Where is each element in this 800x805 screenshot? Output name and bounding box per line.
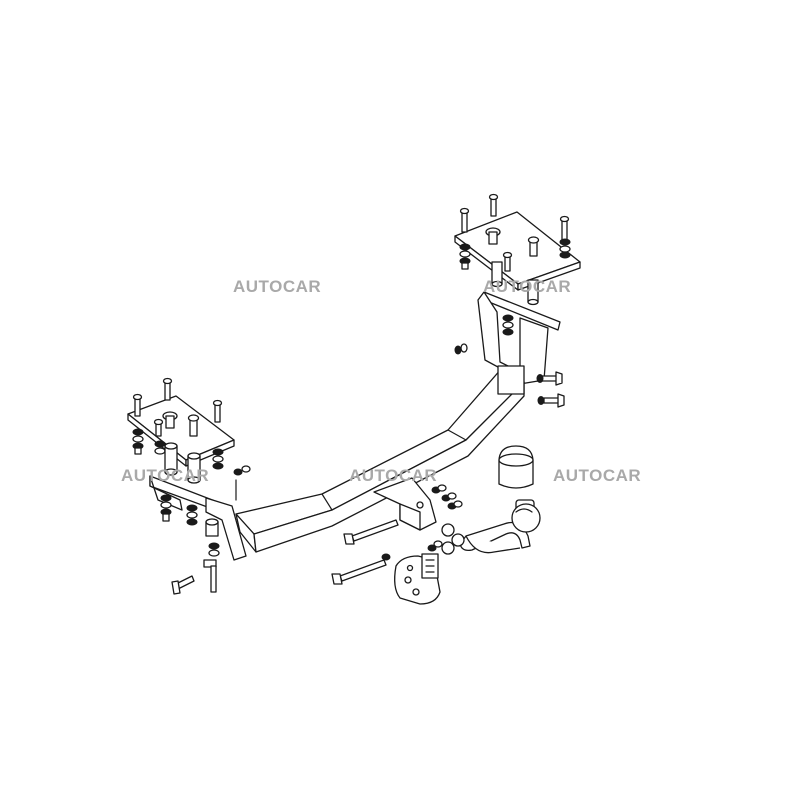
right-spacer-tubes bbox=[491, 261, 539, 306]
right-bracket bbox=[477, 291, 561, 385]
right-plate-nuts bbox=[459, 238, 571, 270]
ball-cap bbox=[498, 445, 534, 489]
watermark-text: AUTOCAR bbox=[233, 277, 322, 296]
left-lower-bolts bbox=[171, 465, 251, 595]
socket-plate bbox=[394, 540, 443, 605]
watermark-text: AUTOCAR bbox=[553, 466, 642, 485]
watermark-text: AUTOCAR bbox=[121, 466, 210, 485]
tow-ball-arm bbox=[441, 499, 541, 555]
right-mounting-plate bbox=[454, 211, 581, 291]
left-mounting-plate bbox=[127, 395, 235, 467]
watermark-text: AUTOCAR bbox=[349, 466, 438, 485]
watermark-text: AUTOCAR bbox=[483, 277, 572, 296]
left-plate-bolts bbox=[132, 377, 223, 437]
right-plate-bolts bbox=[459, 193, 570, 272]
left-spacer-tubes bbox=[164, 442, 201, 484]
center-hitch-bracket bbox=[373, 477, 463, 531]
left-bracket bbox=[149, 475, 247, 561]
crossbar-beam bbox=[235, 365, 525, 553]
center-bolts bbox=[331, 519, 399, 585]
left-plate-nuts bbox=[132, 428, 224, 470]
right-side-bolts bbox=[454, 343, 565, 408]
